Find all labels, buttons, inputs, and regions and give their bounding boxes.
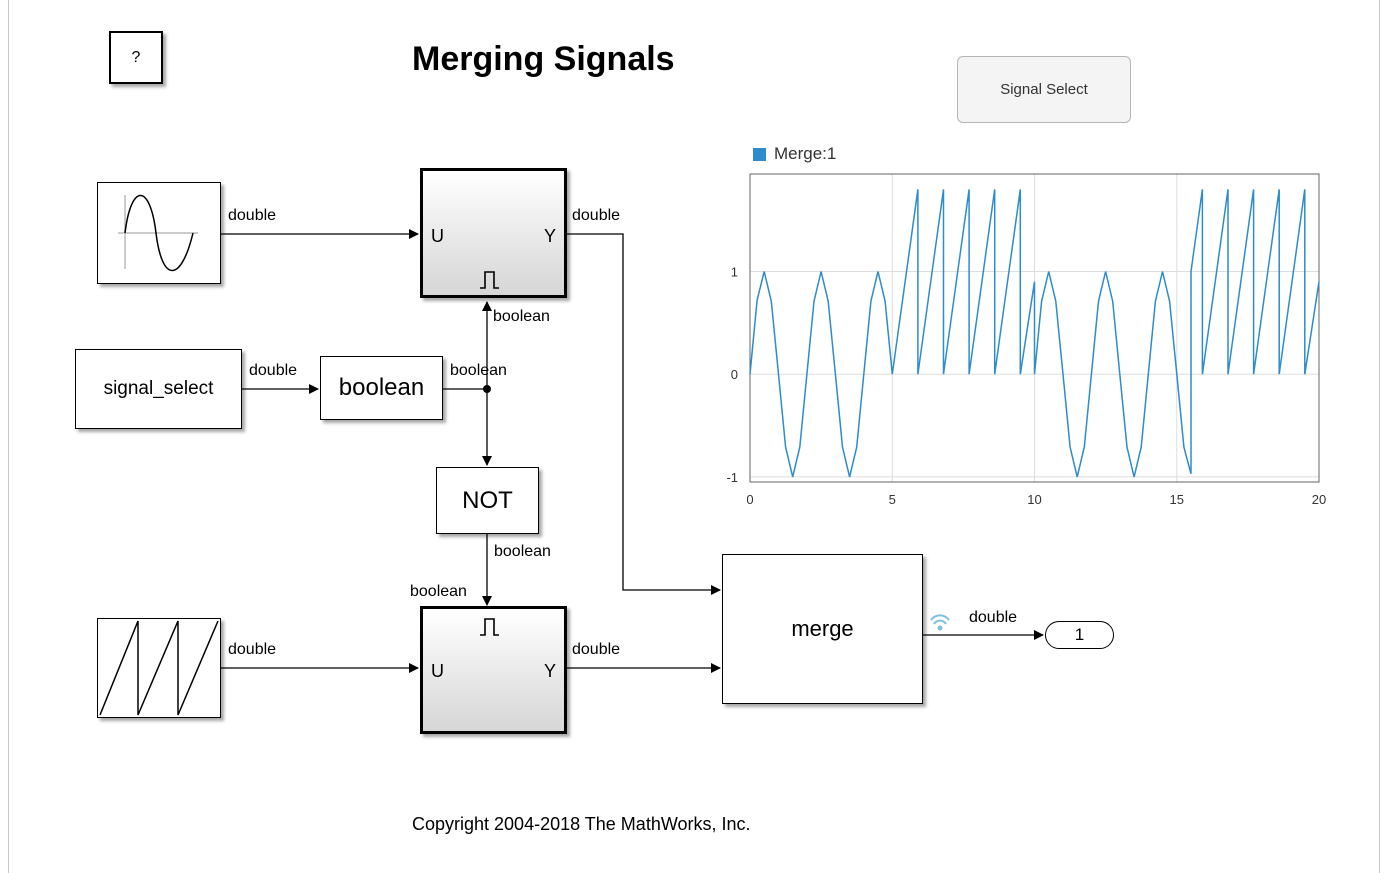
wire-label-select-out: double: [249, 362, 298, 379]
chart-legend: Merge:1: [753, 144, 836, 164]
help-block[interactable]: ?: [109, 31, 163, 84]
top-in-port-label: U: [431, 226, 444, 246]
wire-label-not-out: boolean: [494, 543, 551, 560]
not-block[interactable]: NOT: [436, 467, 539, 534]
branch-junction: [483, 385, 491, 393]
wire-top-to-merge[interactable]: [567, 233, 721, 595]
wire-label-saw-out: double: [228, 641, 277, 658]
wire-label-top-out: double: [572, 207, 621, 224]
signal-select-block[interactable]: signal_select: [75, 349, 242, 429]
signal-select-label: signal_select: [103, 378, 214, 399]
outport-label: 1: [1074, 625, 1085, 644]
boolean-convert-label: boolean: [338, 374, 425, 401]
sine-wave-block[interactable]: [97, 182, 221, 284]
wire-label-bottom-enable: boolean: [410, 583, 467, 600]
legend-label: Merge:1: [774, 144, 837, 163]
wire-label-top-enable: boolean: [493, 308, 550, 325]
model-canvas: [8, 0, 1380, 873]
legend-swatch: [753, 147, 766, 161]
copyright-text: Copyright 2004-2018 The MathWorks, Inc.: [412, 814, 751, 834]
enable-pulse-icon: [480, 271, 499, 289]
bottom-out-port-label: Y: [543, 661, 556, 681]
not-label: NOT: [462, 486, 513, 514]
enable-pulse-icon: [480, 618, 499, 636]
sawtooth-icon: [99, 620, 219, 716]
wire-label-merge-out: double: [969, 609, 1018, 626]
merge-label: merge: [791, 616, 854, 641]
outport-block[interactable]: 1: [1045, 621, 1114, 649]
sawtooth-block[interactable]: [97, 618, 221, 718]
top-out-port-label: Y: [543, 226, 556, 246]
bottom-in-port-label: U: [431, 661, 444, 681]
sine-wave-icon: [118, 195, 198, 271]
boolean-convert-block[interactable]: boolean: [320, 356, 443, 420]
merge-block[interactable]: merge: [722, 554, 923, 704]
wire-label-sine-out: double: [228, 207, 277, 224]
diagram-title: Merging Signals: [412, 40, 675, 78]
signal-select-button[interactable]: Signal Select: [957, 56, 1131, 123]
top-enabled-subsystem[interactable]: U Y: [420, 168, 567, 298]
help-label: ?: [131, 48, 141, 66]
wire-label-convert-out: boolean: [450, 362, 507, 379]
bottom-enabled-subsystem[interactable]: U Y: [420, 606, 567, 734]
wire-label-bottom-out: double: [572, 641, 621, 658]
signal-logging-icon[interactable]: [930, 614, 950, 631]
